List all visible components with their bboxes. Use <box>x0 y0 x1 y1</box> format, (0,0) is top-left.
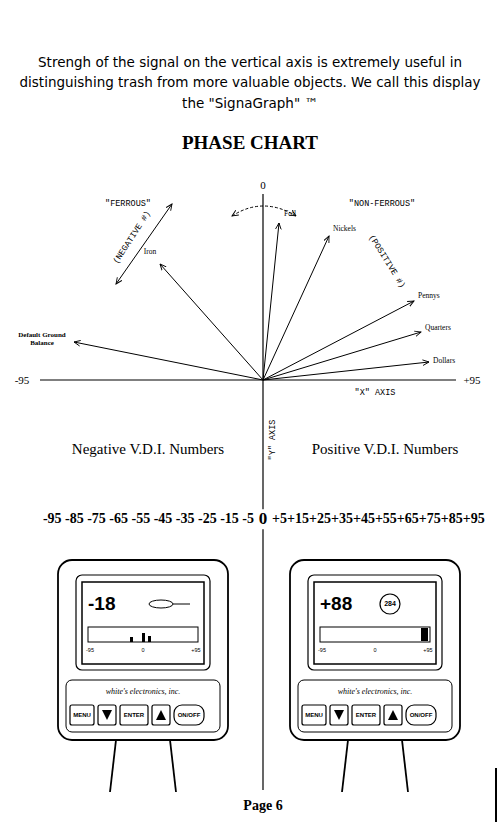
button-label: ENTER <box>356 712 376 719</box>
button-label: MENU <box>73 712 91 719</box>
axis-end-label: +95 <box>463 374 480 387</box>
up-arrow-symbol <box>156 710 166 720</box>
coin-icon <box>380 594 400 614</box>
x-axis <box>40 379 456 380</box>
axis-name: "X" AXIS <box>355 389 396 399</box>
vdi-zero: 0 <box>257 509 270 529</box>
keypad-button <box>120 705 148 725</box>
bar-scale: 0 <box>373 647 376 653</box>
bar-mark <box>421 628 428 641</box>
screen-bezel <box>308 575 442 670</box>
button-label: ON/OFF <box>410 712 433 719</box>
down-arrow-symbol <box>102 710 112 720</box>
y-axis <box>262 194 263 790</box>
range-label: (NEGATIVE #) <box>112 210 154 267</box>
page-edge-mark <box>495 768 497 822</box>
target-label: Default Ground Balance <box>17 332 67 347</box>
bar-scale: +95 <box>191 647 200 653</box>
detector-control-box <box>290 560 460 792</box>
bar-mark <box>130 637 133 642</box>
keypad-panel <box>66 680 220 732</box>
vdi-heading: Negative V.D.I. Numbers <box>72 441 224 458</box>
handle <box>110 740 116 792</box>
keypad-button <box>70 705 94 725</box>
housing <box>58 560 228 740</box>
nickel-vector <box>263 236 329 380</box>
quarter-vector <box>263 332 421 380</box>
button-label: ON/OFF <box>178 712 201 719</box>
vdi-scale: -95 -85 -75 -65 -55 -45 -35 -25 -15 -5 <box>43 511 254 527</box>
target-label: Pennys <box>418 292 440 301</box>
signagraph-bar <box>320 627 430 642</box>
vdi-readout: +88 <box>320 593 352 615</box>
foil-vector <box>263 223 279 380</box>
range-label: (POSITIVE #) <box>366 233 407 290</box>
housing <box>290 560 460 740</box>
bar-scale: 0 <box>141 647 144 653</box>
signagraph-bar <box>88 627 198 642</box>
target-label: Iron <box>144 248 157 257</box>
vdi-heading: Positive V.D.I. Numbers <box>312 441 459 458</box>
target-label: Dollars <box>433 357 455 366</box>
nail-icon <box>149 600 173 608</box>
handle <box>342 740 348 792</box>
vdi-scale: +5+15+25+35+45+55+65+75+85+95 <box>272 511 485 527</box>
vdi-readout: -18 <box>88 593 115 615</box>
target-label: Quarters <box>425 324 451 333</box>
bar-mark <box>148 636 151 642</box>
bar-mark <box>142 633 145 642</box>
bar-scale: +95 <box>423 647 432 653</box>
button-label: ENTER <box>124 712 144 719</box>
depth-readout: 284 <box>384 600 396 608</box>
keypad-button <box>406 705 436 725</box>
bar-scale: -95 <box>86 647 94 653</box>
brand-name: white's electronics, inc. <box>338 687 413 696</box>
axis-name: "Y" AXIS <box>269 420 279 461</box>
handle <box>170 740 176 792</box>
keypad-panel <box>298 680 452 732</box>
nail-icon <box>173 604 190 605</box>
region-label: "NON-FERROUS" <box>349 200 415 210</box>
target-label: Foil <box>284 210 296 219</box>
axis-zero: 0 <box>260 179 266 192</box>
page-number: Page 6 <box>243 798 282 814</box>
keypad-button <box>302 705 326 725</box>
intro-text: Strengh of the signal on the vertical ax… <box>15 52 485 113</box>
target-label: Nickels <box>333 225 356 234</box>
ground-balance-vector <box>74 342 263 380</box>
keypad-button <box>330 705 348 725</box>
keypad-button <box>174 705 204 725</box>
handle <box>402 740 408 792</box>
down-arrow-symbol <box>334 710 344 720</box>
region-label: "FERROUS" <box>105 200 151 210</box>
detector-illustrations <box>58 560 460 792</box>
lcd <box>82 582 204 664</box>
lcd <box>314 582 436 664</box>
button-label: MENU <box>305 712 323 719</box>
up-arrow-symbol <box>388 710 398 720</box>
keypad-button <box>152 705 170 725</box>
detector-control-box <box>58 560 228 792</box>
keypad-button <box>384 705 402 725</box>
keypad-button <box>98 705 116 725</box>
bar-scale: -95 <box>318 647 326 653</box>
chart-title: PHASE CHART <box>182 132 318 154</box>
axis-end-label: -95 <box>15 374 30 387</box>
keypad-button <box>352 705 380 725</box>
dollar-vector <box>263 362 429 380</box>
screen-bezel <box>76 575 210 670</box>
brand-name: white's electronics, inc. <box>106 687 181 696</box>
